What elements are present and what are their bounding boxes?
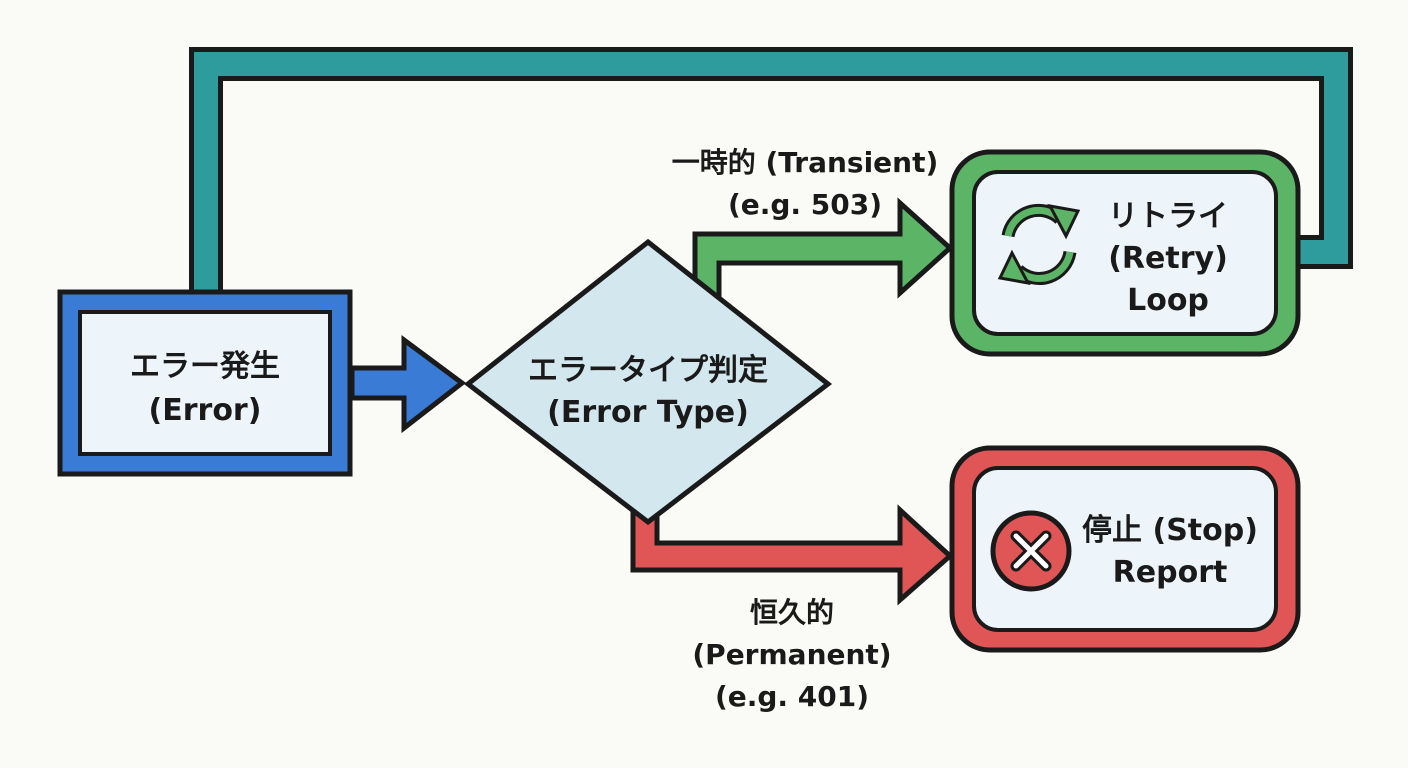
refresh-icon bbox=[997, 203, 1081, 286]
node-decision-label: エラータイプ判定 bbox=[528, 353, 768, 388]
arrow-error-to-decision bbox=[349, 335, 467, 434]
node-retry-label: リトライ bbox=[1108, 199, 1228, 234]
retry-loop-connector-fill bbox=[194, 52, 1348, 296]
node-error: エラー発生 (Error) bbox=[57, 289, 353, 477]
node-decision: エラータイプ判定 (Error Type) bbox=[463, 238, 833, 526]
node-error-sublabel: (Error) bbox=[149, 393, 262, 428]
arrow-permanent bbox=[630, 504, 954, 606]
edge-permanent-example: (e.g. 401) bbox=[715, 680, 869, 713]
node-error-label: エラー発生 bbox=[130, 349, 280, 384]
node-decision-sublabel: (Error Type) bbox=[547, 395, 749, 430]
node-stop-label: 停止 (Stop) bbox=[1082, 513, 1258, 548]
node-stop-sublabel: Report bbox=[1113, 555, 1228, 590]
x-circle-icon bbox=[990, 510, 1072, 592]
node-retry-loop-label: Loop bbox=[1127, 283, 1209, 318]
edge-transient-example: (e.g. 503) bbox=[728, 188, 882, 221]
node-stop: 停止 (Stop) Report bbox=[949, 445, 1301, 653]
edge-permanent-sublabel: (Permanent) bbox=[692, 638, 891, 671]
edge-permanent-label: 恒久的 bbox=[750, 596, 834, 629]
edge-transient-label: 一時的 (Transient) bbox=[672, 146, 939, 179]
node-retry-sublabel: (Retry) bbox=[1108, 241, 1228, 276]
node-retry: リトライ (Retry) Loop bbox=[949, 149, 1301, 357]
arrow-transient bbox=[692, 197, 954, 299]
